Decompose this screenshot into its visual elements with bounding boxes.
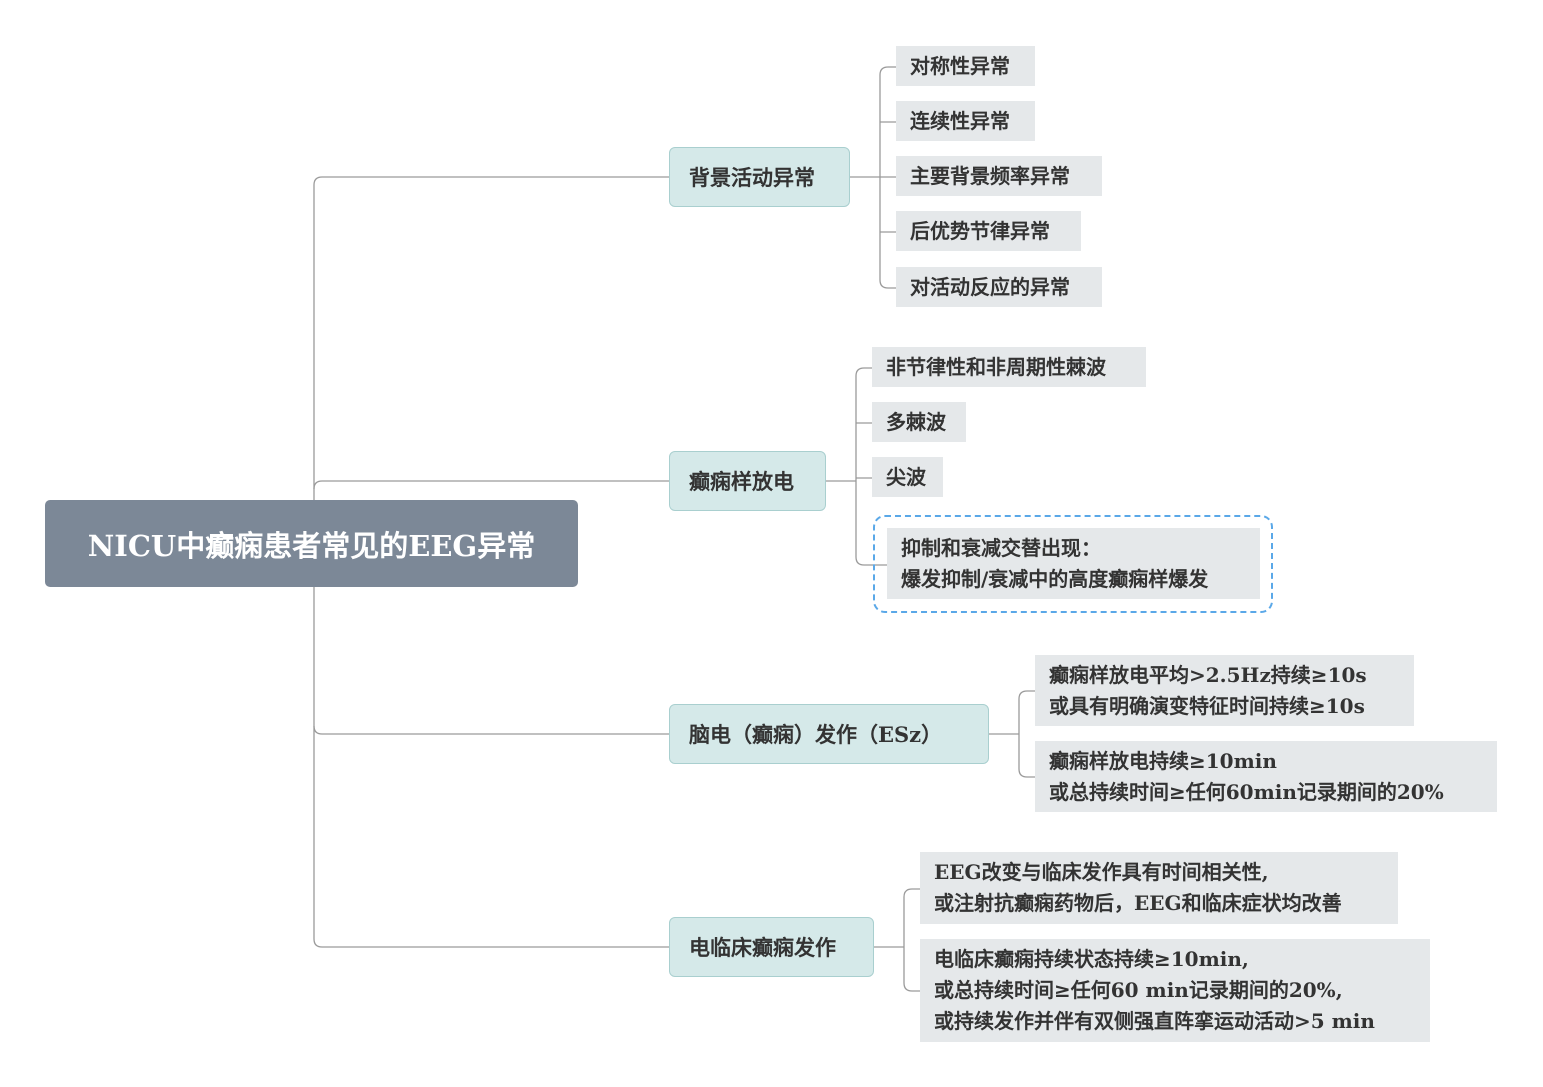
leaf-electroclinical-status[interactable]: 电临床癫痫持续状态持续≥10min, 或总持续时间≥任何60 min记录期间的2… bbox=[920, 939, 1430, 1042]
branch-label: 癫痫样放电 bbox=[689, 469, 794, 494]
leaf-line: 对称性异常 bbox=[910, 53, 1010, 78]
leaf-line: 爆发抑制/衰减中的高度癫痫样爆发 bbox=[901, 566, 1209, 591]
leaf-line: 后优势节律异常 bbox=[910, 218, 1050, 243]
leaf-burst-suppression[interactable]: 抑制和衰减交替出现： 爆发抑制/衰减中的高度癫痫样爆发 bbox=[887, 528, 1260, 599]
leaf-line: 或具有明确演变特征时间持续≥10s bbox=[1049, 693, 1365, 718]
leaf-polyspikes[interactable]: 多棘波 bbox=[872, 402, 966, 442]
leaf-continuity-abnormal[interactable]: 连续性异常 bbox=[896, 101, 1035, 141]
link-branch-4-children bbox=[874, 888, 920, 992]
leaf-sharp-waves[interactable]: 尖波 bbox=[872, 457, 943, 497]
root-topic-label: NICU中癫痫患者常见的EEG异常 bbox=[87, 528, 536, 563]
leaf-line: 癫痫样放电持续≥10min bbox=[1049, 748, 1277, 773]
branch-background-activity[interactable]: 背景活动异常 bbox=[669, 147, 850, 207]
branch-label: 脑电（癫痫）发作（ESz） bbox=[689, 722, 943, 747]
link-branch-2-children bbox=[826, 367, 887, 566]
leaf-line: 或注射抗癫痫药物后，EEG和临床症状均改善 bbox=[934, 891, 1342, 915]
link-branch-1-children bbox=[850, 66, 896, 289]
leaf-electroclinical-definition[interactable]: EEG改变与临床发作具有时间相关性, 或注射抗癫痫药物后，EEG和临床症状均改善 bbox=[920, 852, 1398, 924]
branch-electroclinical-seizure[interactable]: 电临床癫痫发作 bbox=[669, 917, 874, 977]
leaf-line: 电临床癫痫持续状态持续≥10min, bbox=[934, 947, 1249, 971]
leaf-line: 或总持续时间≥任何60 min记录期间的20%, bbox=[934, 978, 1343, 1002]
leaf-line: 或总持续时间≥任何60min记录期间的20% bbox=[1049, 779, 1444, 804]
link-branch-3-children bbox=[989, 690, 1035, 778]
leaf-symmetry-abnormal[interactable]: 对称性异常 bbox=[896, 46, 1035, 86]
selection-outline bbox=[873, 515, 1273, 613]
link-root-branch-3 bbox=[313, 725, 669, 735]
branch-electrographic-seizure[interactable]: 脑电（癫痫）发作（ESz） bbox=[669, 704, 989, 764]
leaf-line: 抑制和衰减交替出现： bbox=[901, 535, 1101, 560]
leaf-esz-definition[interactable]: 癫痫样放电平均>2.5Hz持续≥10s 或具有明确演变特征时间持续≥10s bbox=[1035, 655, 1414, 726]
leaf-line: 连续性异常 bbox=[910, 108, 1010, 133]
leaf-line: 非节律性和非周期性棘波 bbox=[886, 354, 1106, 379]
leaf-reactivity-abnormal[interactable]: 对活动反应的异常 bbox=[896, 267, 1102, 307]
leaf-line: 癫痫样放电平均>2.5Hz持续≥10s bbox=[1049, 662, 1367, 687]
link-root-branch-2 bbox=[313, 480, 669, 490]
root-topic[interactable]: NICU中癫痫患者常见的EEG异常 bbox=[45, 500, 578, 587]
leaf-line: EEG改变与临床发作具有时间相关性, bbox=[934, 860, 1269, 884]
leaf-background-frequency-abnormal[interactable]: 主要背景频率异常 bbox=[896, 156, 1102, 196]
leaf-line: 多棘波 bbox=[886, 409, 946, 434]
leaf-esz-status[interactable]: 癫痫样放电持续≥10min 或总持续时间≥任何60min记录期间的20% bbox=[1035, 741, 1497, 812]
branch-epileptiform-discharge[interactable]: 癫痫样放电 bbox=[669, 451, 826, 511]
leaf-line: 主要背景频率异常 bbox=[910, 163, 1070, 188]
branch-label: 背景活动异常 bbox=[689, 165, 815, 190]
leaf-line: 对活动反应的异常 bbox=[910, 274, 1070, 299]
leaf-line: 或持续发作并伴有双侧强直阵挛运动活动>5 min bbox=[934, 1009, 1375, 1033]
leaf-nonrhythmic-spikes[interactable]: 非节律性和非周期性棘波 bbox=[872, 347, 1146, 387]
trunk-line bbox=[313, 176, 669, 948]
leaf-posterior-rhythm-abnormal[interactable]: 后优势节律异常 bbox=[896, 211, 1081, 251]
branch-label: 电临床癫痫发作 bbox=[689, 935, 836, 960]
leaf-line: 尖波 bbox=[886, 464, 926, 489]
